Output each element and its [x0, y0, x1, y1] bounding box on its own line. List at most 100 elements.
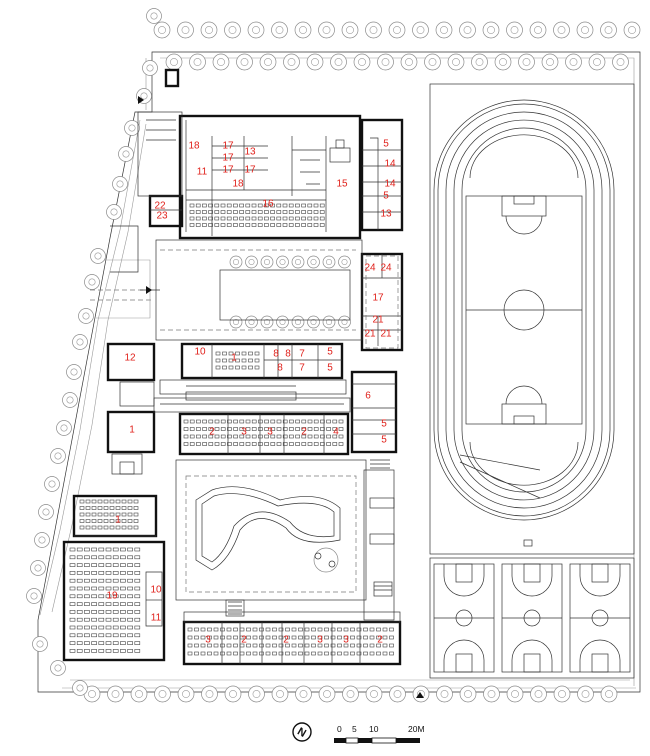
tree-icon-inner — [334, 58, 343, 66]
furniture-mark — [278, 651, 284, 656]
furniture-mark — [213, 627, 219, 632]
tree-icon-inner — [341, 258, 348, 265]
tree-icon — [271, 685, 289, 703]
room-number-label: 3 — [241, 427, 247, 438]
tree-icon-inner — [628, 26, 636, 34]
furniture-mark — [270, 210, 275, 214]
furniture-mark — [84, 633, 90, 638]
furniture-mark — [91, 586, 97, 591]
furniture-mark — [127, 571, 133, 575]
furniture-mark — [276, 442, 282, 446]
furniture-mark — [324, 635, 329, 640]
room-number-label: 1 — [231, 353, 237, 364]
furniture-mark — [233, 627, 238, 632]
furniture-mark — [319, 203, 325, 208]
furniture-mark — [233, 643, 238, 648]
room-number-label: 7 — [299, 349, 305, 360]
furniture-mark — [369, 635, 375, 640]
tree-icon — [212, 53, 230, 71]
furniture-mark — [363, 651, 368, 656]
furniture-mark — [313, 419, 319, 424]
tree-icon — [153, 21, 171, 39]
middle-building-row-2 — [106, 370, 398, 456]
furniture-mark — [91, 506, 97, 510]
furniture-mark — [214, 442, 220, 446]
furniture-mark — [215, 365, 221, 370]
furniture-mark — [289, 419, 294, 424]
tree-icon — [34, 532, 50, 548]
furniture-mark — [91, 547, 97, 552]
room-number-label: 17 — [222, 165, 234, 176]
furniture-mark — [120, 641, 126, 645]
tree-icon-inner — [181, 26, 190, 34]
furniture-mark — [326, 434, 331, 439]
furniture-mark — [376, 627, 381, 632]
furniture-mark — [311, 643, 316, 648]
furniture-mark — [276, 434, 282, 439]
tree-icon-inner — [88, 690, 96, 698]
tree-icon — [322, 255, 336, 269]
furniture-mark — [112, 649, 119, 653]
furniture-mark — [282, 203, 288, 208]
furniture-mark — [98, 641, 105, 645]
furniture-mark — [239, 643, 245, 648]
furniture-mark — [233, 635, 238, 640]
furniture-mark — [220, 427, 226, 431]
tree-icon-inner — [42, 508, 50, 516]
furniture-mark — [69, 625, 76, 630]
furniture-mark — [337, 643, 342, 648]
tree-icon — [412, 21, 429, 39]
tree-icon — [291, 315, 305, 329]
furniture-mark — [282, 216, 288, 221]
furniture-mark — [295, 203, 300, 208]
furniture-mark — [245, 210, 251, 214]
furniture-mark — [91, 571, 97, 575]
furniture-mark — [241, 365, 247, 370]
furniture-mark — [282, 210, 288, 214]
tree-icon — [459, 21, 476, 39]
furniture-mark — [109, 525, 115, 530]
furniture-mark — [202, 442, 207, 446]
tree-icon-inner — [252, 690, 261, 698]
furniture-mark — [187, 627, 193, 632]
tree-icon-inner — [263, 318, 270, 325]
entrance-marker-south — [416, 692, 424, 698]
furniture-mark — [115, 519, 121, 523]
furniture-mark — [251, 442, 257, 446]
furniture-mark — [76, 641, 83, 645]
furniture-mark — [270, 419, 276, 424]
tree-icon — [177, 685, 195, 703]
furniture-mark — [376, 635, 381, 640]
tree-icon-inner — [557, 26, 566, 34]
furniture-mark — [127, 578, 133, 583]
furniture-mark — [337, 651, 342, 656]
room-number-label: 5 — [327, 363, 333, 374]
furniture-mark — [282, 434, 288, 439]
tree-icon — [276, 255, 289, 269]
furniture-mark — [330, 651, 336, 656]
tree-icon — [377, 53, 394, 71]
tree-icon-inner — [263, 258, 270, 265]
tree-icon-inner — [358, 58, 366, 66]
tree-icon-inner — [605, 690, 613, 698]
tree-icon-inner — [279, 258, 286, 265]
furniture-mark — [202, 216, 207, 221]
furniture-mark — [189, 210, 195, 214]
furniture-mark — [189, 216, 195, 221]
furniture-mark — [326, 427, 331, 431]
tree-icon-inner — [128, 124, 136, 132]
tree-icon-inner — [499, 58, 507, 66]
tree-icon — [365, 21, 382, 39]
furniture-mark — [189, 419, 195, 424]
furniture-mark — [320, 427, 325, 431]
furniture-mark — [112, 555, 119, 560]
furniture-mark — [227, 427, 232, 431]
furniture-mark — [195, 203, 201, 208]
furniture-mark — [85, 525, 91, 530]
furniture-mark — [356, 651, 362, 656]
furniture-mark — [189, 427, 195, 431]
tree-icon — [201, 685, 218, 703]
scale-tick-20m: 20M — [408, 724, 425, 734]
tree-icon — [72, 334, 88, 350]
tree-icon-inner — [546, 58, 554, 66]
